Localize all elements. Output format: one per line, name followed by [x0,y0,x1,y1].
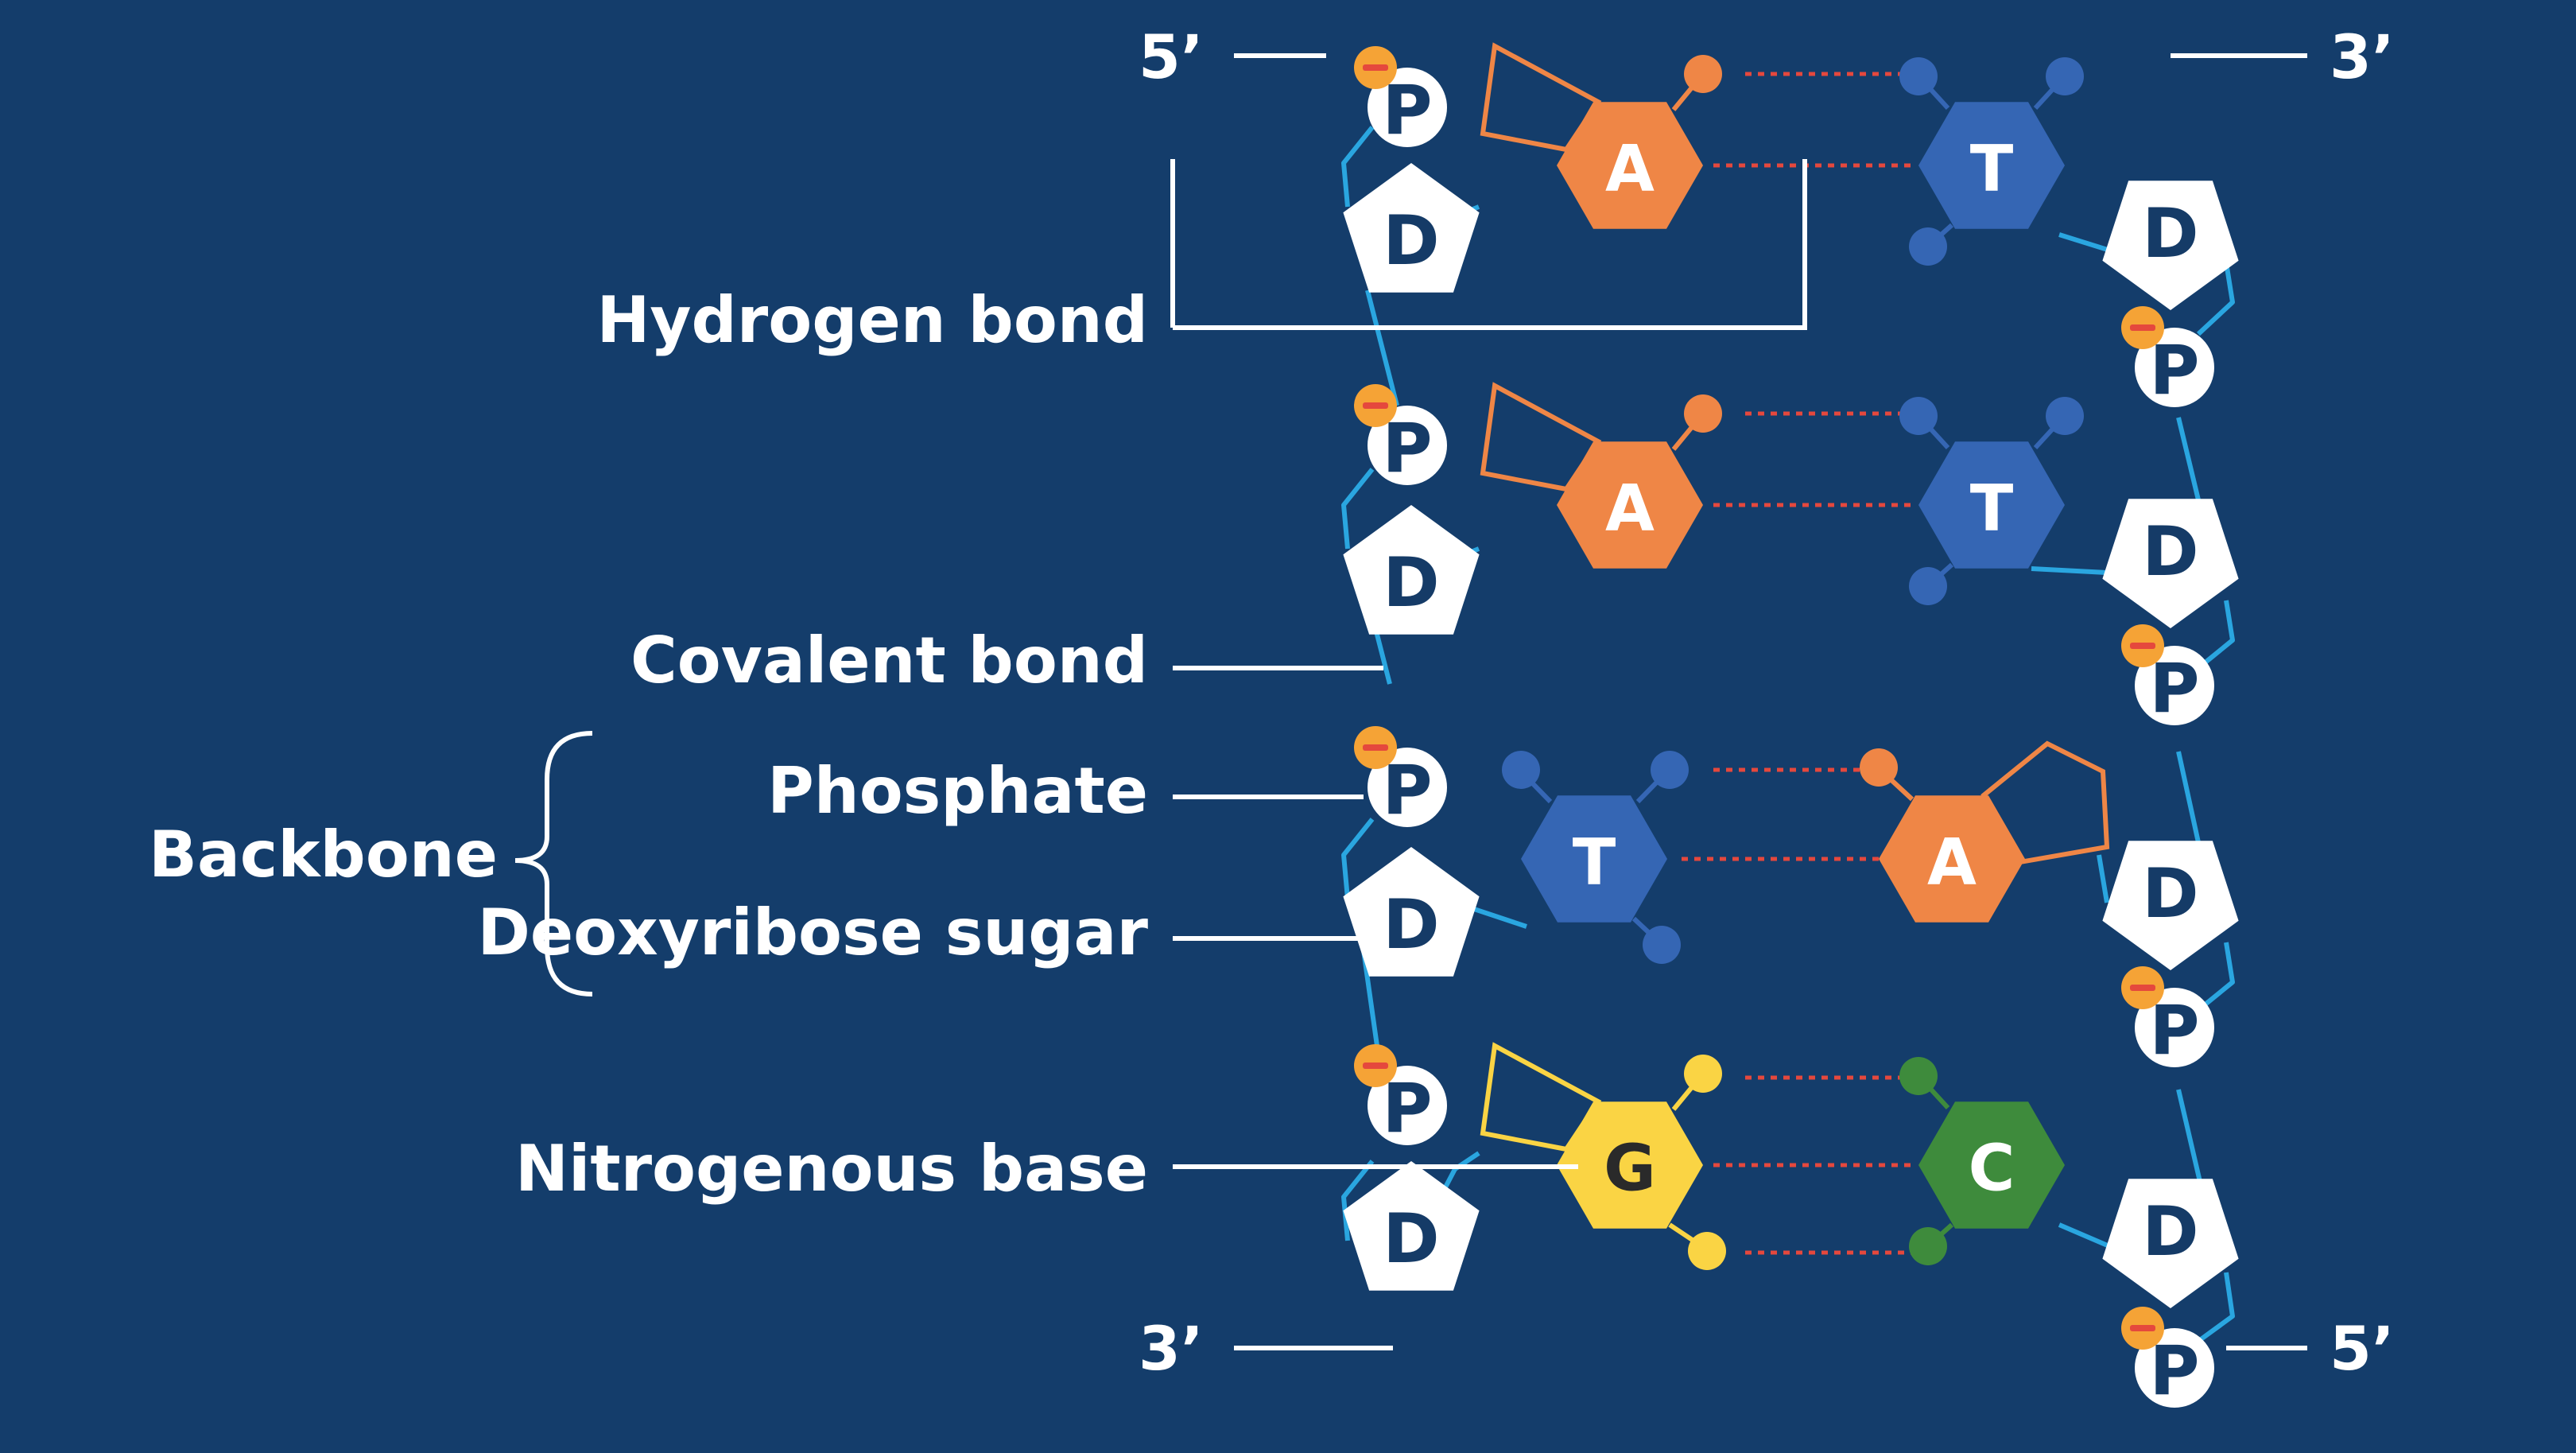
sugar-letter: D [1383,1199,1439,1279]
minus-sign [2130,1325,2155,1331]
base-a-left: A [1480,382,1722,569]
phosphate-letter: P [2149,991,2199,1070]
hydrogen-bonds [1682,767,1888,861]
sugar-letter: D [2142,1192,2198,1272]
deoxyribose-sugar: D [1343,1161,1480,1291]
phosphate: P [1354,1044,1447,1148]
base-c-right: C [1899,1057,2065,1265]
label-nitrogenous-base: Nitrogenous base [515,1132,1148,1206]
phosphate-letter: P [1382,1069,1432,1148]
base-letter-left: T [1573,826,1616,899]
base-letter-right: T [1970,472,2014,546]
label-backbone: Backbone [149,818,498,892]
phosphate: P [1354,726,1447,830]
minus-sign [1363,1063,1388,1069]
phosphate: P [2121,966,2214,1070]
phosphate-letter: P [2149,649,2199,728]
phosphate: P [2121,1307,2214,1411]
sugar-letter: D [2142,854,2198,934]
base-g-left: G [1480,1042,1726,1270]
minus-sign [1363,402,1388,409]
base-letter-left: A [1605,472,1655,546]
strand-end-right-top: 3’ [2330,21,2395,92]
phosphate-letter: P [1382,409,1432,488]
deoxyribose-sugar: D [2102,1179,2239,1308]
backbone-brace [514,731,593,997]
phosphate-letter: P [2149,1331,2199,1411]
hydrogen-bonds [1713,72,1912,168]
base-a-right: A [1860,740,2110,923]
deoxyribose-sugar: D [1343,163,1480,293]
sugar-letter: D [2142,194,2198,274]
strand-end-left-bottom: 3’ [1139,1313,1204,1384]
deoxyribose-sugar: D [1343,505,1480,635]
phosphate: P [1354,384,1447,488]
phosphate: P [2121,624,2214,728]
strand-end-right-bottom: 5’ [2330,1313,2395,1384]
sugar-letter: D [1383,201,1439,281]
strand-end-lines [1234,53,2307,1350]
base-letter-right: T [1970,132,2014,206]
hydrogen-bonds [1713,1075,1912,1255]
base-letter-left: G [1604,1132,1656,1206]
deoxyribose-sugar: D [2102,181,2239,310]
deoxyribose-sugar: D [1343,847,1480,977]
phosphate-letter: P [2149,331,2199,410]
base-t-left: T [1502,751,1689,964]
label-phosphate: Phosphate [767,754,1148,828]
deoxyribose-sugar: D [2102,841,2239,970]
label-pointer-lines [1173,165,1807,1169]
minus-sign [2130,324,2155,331]
minus-sign [1363,744,1388,751]
hydrogen-bonds [1713,411,1912,507]
base-letter-right: A [1927,826,1977,899]
label-hydrogen-bond: Hydrogen bond [596,283,1148,357]
label-pointers [1170,159,1807,330]
sugar-letter: D [1383,543,1439,623]
minus-sign [2130,643,2155,649]
backbone-lines [1341,126,2235,1346]
phosphate: P [2121,306,2214,410]
strand-end-left-top: 5’ [1139,21,1204,92]
label-covalent-bond: Covalent bond [630,624,1148,697]
phosphate-letter: P [1382,751,1432,830]
base-t-right: T [1899,57,2084,266]
base-letter-right: C [1969,1132,2015,1206]
base-a-left: A [1480,42,1722,229]
base-t-right: T [1899,397,2084,605]
minus-sign [2130,985,2155,991]
sugar-letter: D [1383,885,1439,965]
base-letter-left: A [1605,132,1655,206]
label-deoxyribose-sugar: Deoxyribose sugar [478,895,1149,969]
minus-sign [1363,64,1388,71]
deoxyribose-sugar: D [2102,499,2239,628]
sugar-letter: D [2142,512,2198,592]
phosphate-letter: P [1382,71,1432,150]
phosphate: P [1354,46,1447,150]
